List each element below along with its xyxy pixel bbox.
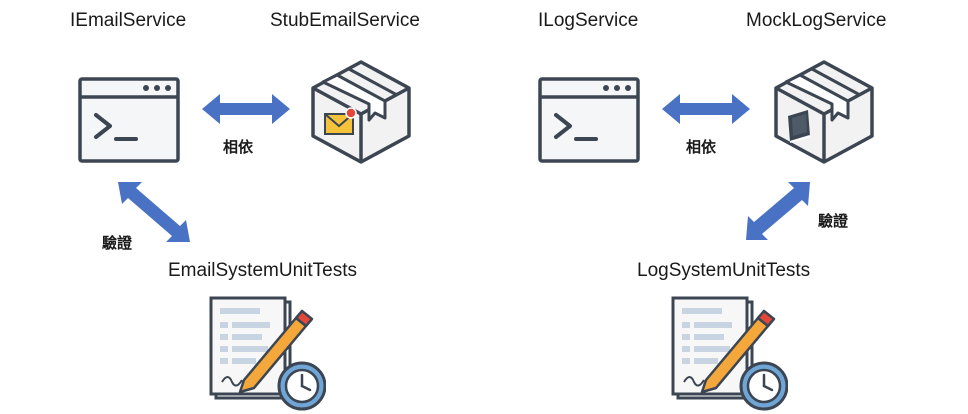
left-verify-label: 驗證 <box>102 234 133 252</box>
left-interface-label: IEmailService <box>70 10 187 31</box>
right-mock-label: MockLogService <box>746 10 887 31</box>
left-tests-label: EmailSystemUnitTests <box>168 260 357 281</box>
right-interface-label: ILogService <box>538 10 639 31</box>
envelope-icon <box>324 107 357 135</box>
pencil-icon <box>238 309 314 394</box>
pencil-icon <box>700 309 776 394</box>
terminal-icon <box>78 77 180 163</box>
right-tests-label: LogSystemUnitTests <box>637 260 811 281</box>
test-document-icon <box>671 296 788 411</box>
book-icon <box>788 110 811 143</box>
right-verify-label: 驗證 <box>818 212 849 230</box>
right-depends-label: 相依 <box>686 138 717 156</box>
test-document-icon <box>209 296 326 411</box>
verify-arrow-icon <box>746 182 810 240</box>
mock-package-icon <box>774 60 874 164</box>
verify-arrow-icon <box>118 182 190 242</box>
stub-package-icon <box>311 60 411 164</box>
left-stub-label: StubEmailService <box>270 10 420 31</box>
left-depends-label: 相依 <box>223 138 254 156</box>
clock-icon <box>739 361 788 411</box>
terminal-icon <box>538 77 640 163</box>
clock-icon <box>277 361 326 411</box>
depends-arrow-icon <box>202 94 290 124</box>
depends-arrow-icon <box>662 94 750 124</box>
